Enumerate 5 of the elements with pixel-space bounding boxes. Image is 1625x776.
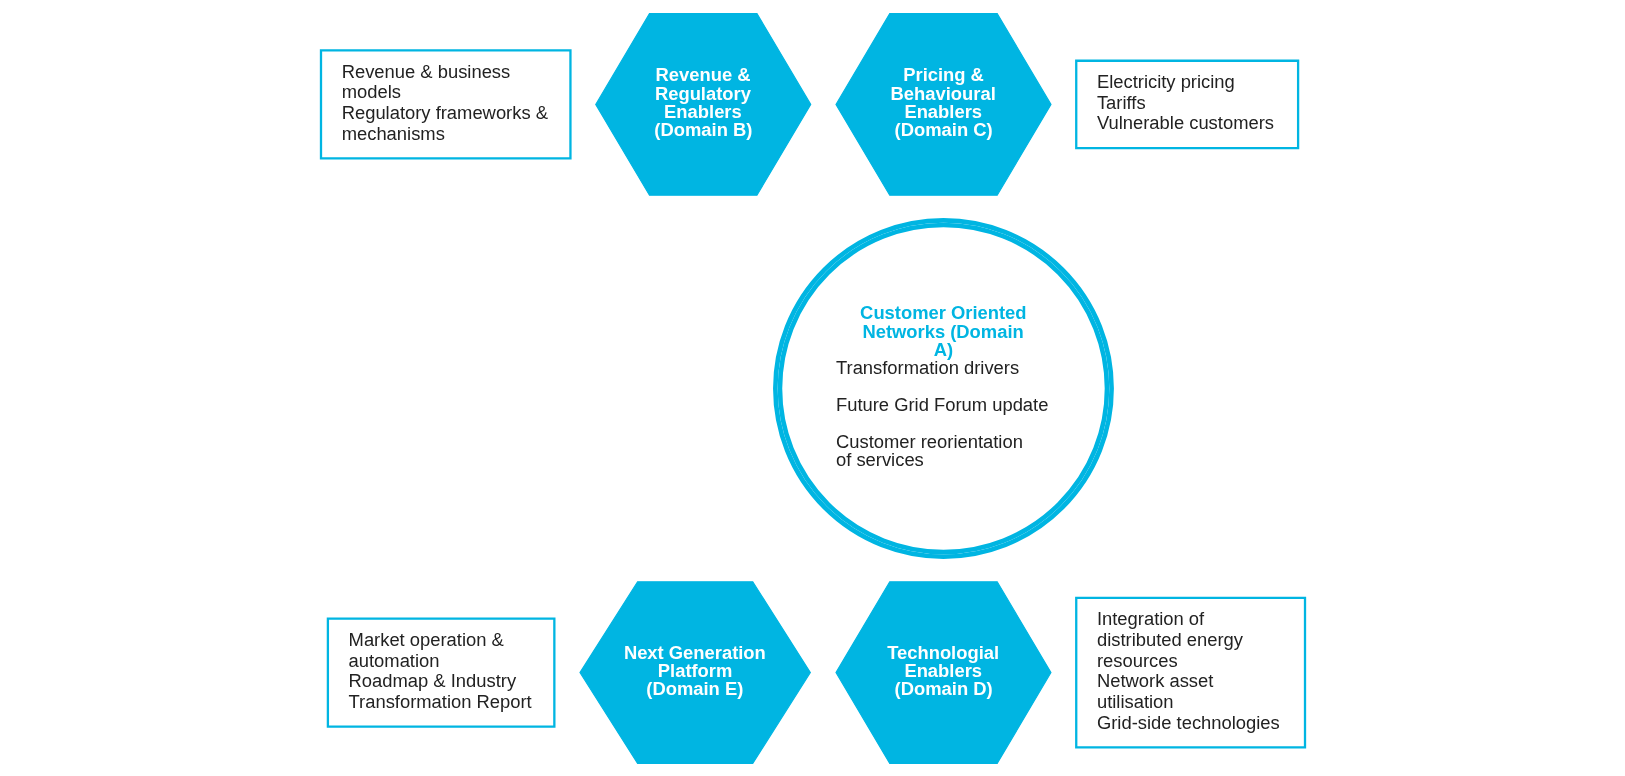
node-box: Revenue & business models Regulatory frameworks & mechanisms bbox=[319, 48, 572, 160]
node-box: Market operation & automation Roadmap & Industry Transformation Report bbox=[326, 616, 555, 728]
node-circle: Customer Oriented Networks (Domain A) Transformation drivers Future Grid Forum update Customer reorientation of services bbox=[772, 217, 1114, 559]
node-box: Electricity pricing Tariffs Vulnerable customers bbox=[1074, 59, 1299, 149]
node-box: Integration of distributed energy resources Network asset utilisation Grid-side technologies bbox=[1074, 596, 1306, 748]
